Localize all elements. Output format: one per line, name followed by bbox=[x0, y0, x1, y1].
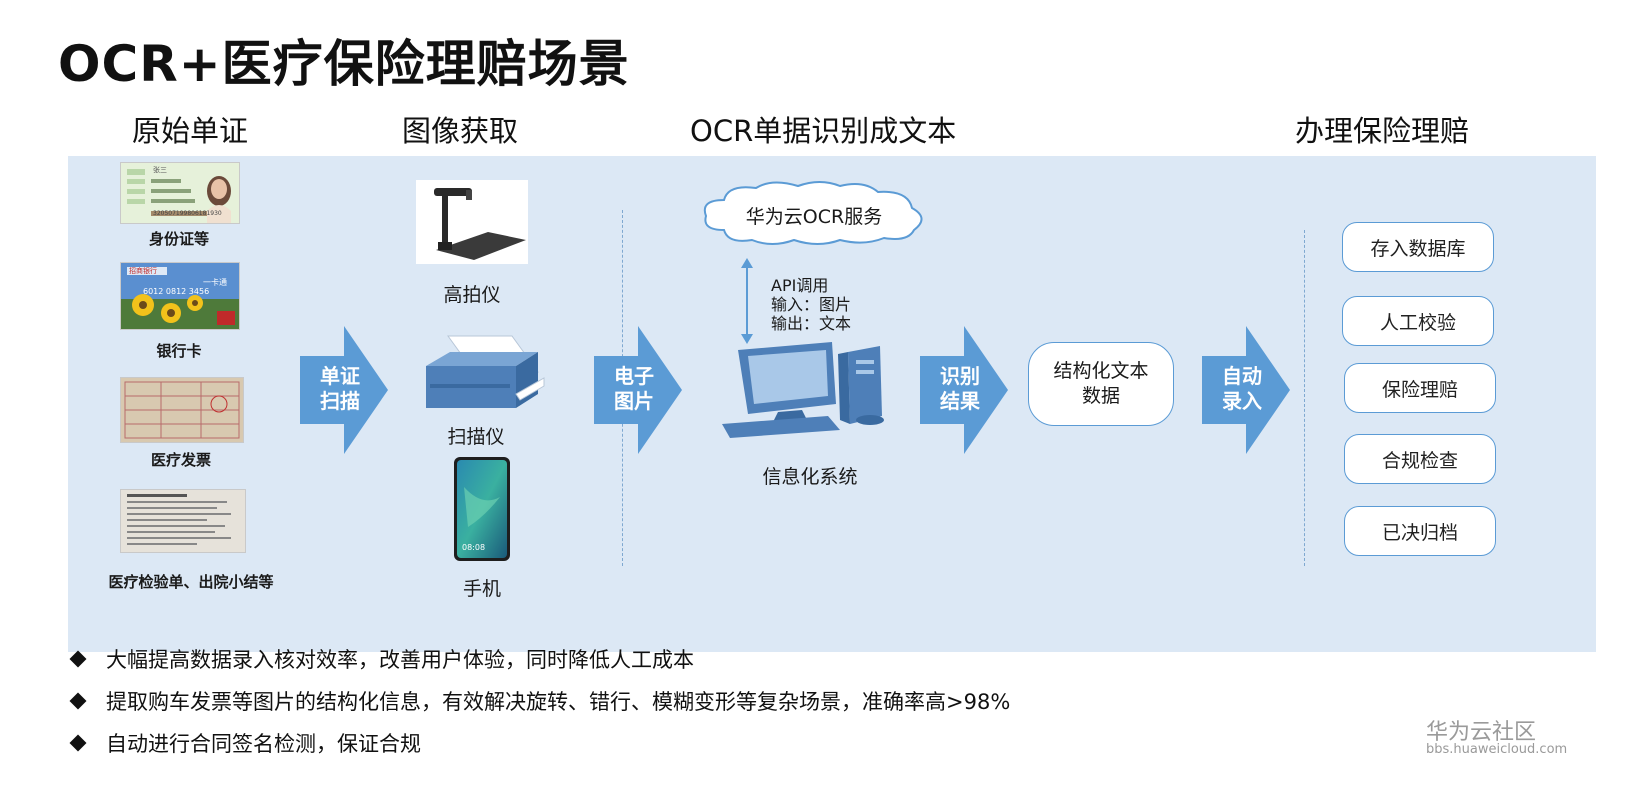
api-arrow bbox=[740, 258, 754, 344]
arrow-scan-label: 单证 扫描 bbox=[320, 364, 360, 413]
id-card-image: 张三 320507199806181930 bbox=[120, 162, 240, 224]
bank-card-brand: 一卡通 bbox=[203, 278, 227, 287]
doc-label-id-card: 身份证等 bbox=[148, 230, 209, 248]
action-archive: 已决归档 bbox=[1344, 506, 1496, 556]
action-insurance-claim: 保险理赔 bbox=[1344, 363, 1496, 413]
bank-card-number: 6012 0812 3456 bbox=[143, 287, 210, 296]
medical-report-image bbox=[120, 489, 246, 553]
api-line-call: API调用 bbox=[771, 276, 829, 295]
watermark-brand: 华为云社区 bbox=[1426, 720, 1537, 745]
arrow-image-label: 电子 图片 bbox=[614, 364, 654, 413]
medical-invoice-image bbox=[120, 377, 244, 443]
doc-label-report: 医疗检验单、出院小结等 bbox=[108, 573, 274, 591]
bullet-text: 自动进行合同签名检测，保证合规 bbox=[106, 732, 421, 756]
ocr-cloud: 华为云OCR服务 bbox=[694, 178, 934, 248]
column-heading-claims: 办理保险理赔 bbox=[1295, 114, 1470, 148]
column-heading-image-capture: 图像获取 bbox=[402, 114, 519, 148]
bullet-item: 自动进行合同签名检测，保证合规 bbox=[69, 728, 421, 758]
computer-icon bbox=[720, 340, 894, 440]
system-label: 信息化系统 bbox=[762, 466, 858, 488]
arrow-result-label: 识别 结果 bbox=[940, 364, 980, 413]
bullet-item: 提取购车发票等图片的结构化信息，有效解决旋转、错行、模糊变形等复杂场景，准确率高… bbox=[69, 686, 1011, 716]
action-store-database: 存入数据库 bbox=[1342, 222, 1494, 272]
device-label-scanner: 扫描仪 bbox=[447, 426, 505, 448]
action-compliance-check: 合规检查 bbox=[1344, 434, 1496, 484]
arrow-image: 电子 图片 bbox=[594, 326, 682, 454]
id-card-name: 张三 bbox=[153, 166, 167, 174]
document-camera-icon bbox=[416, 180, 528, 264]
bank-card-bank-name: 招商银行 bbox=[129, 267, 157, 275]
column-heading-ocr: OCR单据识别成文本 bbox=[690, 114, 957, 148]
api-line-output: 输出：文本 bbox=[771, 314, 852, 333]
structured-data-label: 结构化文本 数据 bbox=[1053, 360, 1149, 407]
api-info: API调用 输入：图片 输出：文本 bbox=[771, 276, 851, 333]
device-label-camera: 高拍仪 bbox=[443, 284, 501, 306]
column-heading-original-docs: 原始单证 bbox=[132, 114, 249, 148]
structured-data-box: 结构化文本 数据 bbox=[1028, 342, 1174, 426]
bullet-text: 提取购车发票等图片的结构化信息，有效解决旋转、错行、模糊变形等复杂场景，准确率高… bbox=[106, 690, 1011, 714]
action-manual-check: 人工校验 bbox=[1342, 296, 1494, 346]
device-label-phone: 手机 bbox=[462, 578, 501, 600]
bullet-diamond-icon bbox=[69, 692, 87, 710]
separator-right bbox=[1304, 230, 1305, 566]
doc-label-bank-card: 银行卡 bbox=[156, 342, 202, 360]
cloud-label: 华为云OCR服务 bbox=[745, 206, 883, 228]
phone-screen-time: 08:08 bbox=[462, 543, 486, 552]
scanner-icon bbox=[420, 332, 546, 416]
watermark-url: bbs.huaweicloud.com bbox=[1426, 742, 1568, 757]
bullet-diamond-icon bbox=[69, 734, 87, 752]
bank-card-image: 招商银行 一卡通 6012 0812 3456 bbox=[120, 262, 240, 330]
arrow-result: 识别 结果 bbox=[920, 326, 1008, 454]
arrow-auto-entry: 自动 录入 bbox=[1202, 326, 1290, 454]
phone-icon: 08:08 bbox=[454, 457, 510, 561]
bullet-text: 大幅提高数据录入核对效率，改善用户体验，同时降低人工成本 bbox=[106, 648, 694, 672]
doc-label-invoice: 医疗发票 bbox=[150, 451, 211, 469]
api-line-input: 输入：图片 bbox=[771, 295, 852, 314]
id-card-number: 320507199806181930 bbox=[153, 210, 222, 217]
arrow-auto-entry-label: 自动 录入 bbox=[1222, 364, 1262, 413]
bullet-item: 大幅提高数据录入核对效率，改善用户体验，同时降低人工成本 bbox=[69, 644, 694, 674]
arrow-scan: 单证 扫描 bbox=[300, 326, 388, 454]
page-title: OCR+医疗保险理赔场景 bbox=[58, 35, 630, 93]
bullet-diamond-icon bbox=[69, 650, 87, 668]
